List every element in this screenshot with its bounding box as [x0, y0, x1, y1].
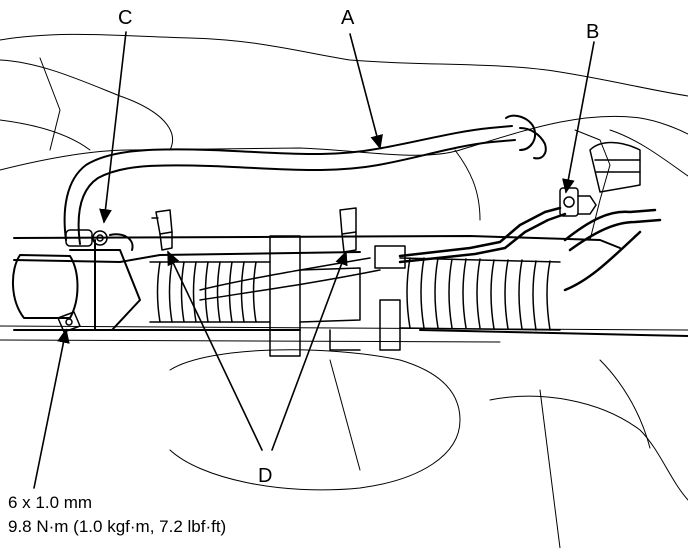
- callout-b-label: B: [586, 21, 600, 43]
- leader-d-left: [167, 250, 263, 451]
- leader-b: [562, 41, 595, 194]
- fluid-lines: [398, 206, 662, 292]
- callout-leaders: [33, 31, 595, 489]
- callout-c-label: C: [118, 7, 133, 29]
- leader-c: [99, 31, 127, 224]
- c-clamp: [65, 229, 108, 247]
- leader-d-right: [271, 250, 348, 451]
- center-valve-body: [199, 235, 406, 357]
- d-clip-left: [151, 209, 173, 251]
- leader-bolt: [33, 328, 70, 489]
- bolt-torque-text: 9.8 N·m (1.0 kgf·m, 7.2 lbf·ft): [8, 517, 227, 536]
- left-rack-boot: [149, 261, 271, 323]
- steering-rack: [11, 233, 688, 337]
- right-rack-boot: [399, 257, 561, 331]
- mounting-bolt: [57, 311, 81, 333]
- hose-a: [63, 114, 547, 245]
- leader-a: [349, 33, 383, 150]
- d-clip-right: [339, 207, 357, 253]
- callout-a-label: A: [341, 7, 355, 29]
- bolt-size-text: 6 x 1.0 mm: [8, 493, 93, 512]
- callout-d-label: D: [258, 465, 273, 487]
- engine-bay-background: [0, 33, 688, 549]
- b-fitting: [559, 141, 641, 217]
